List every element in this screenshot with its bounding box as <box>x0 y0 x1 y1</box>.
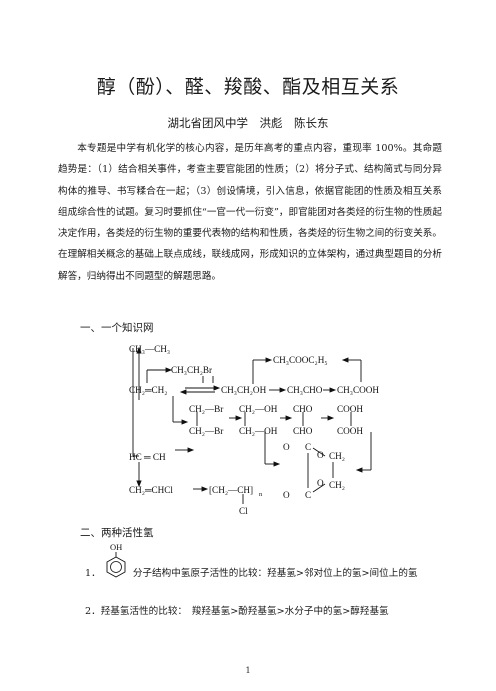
page-title: 醇（酚）、醛、羧酸、酯及相互关系 <box>96 76 400 98</box>
intro-text: 本专题是中学有机化学的核心内容，是历年高考的重点内容，重现率 100%。其命题趋… <box>58 143 442 282</box>
ethyl-acetate-formula: CH₃COOC₂H₅ <box>273 355 328 365</box>
acetic-acid-formula: CH₃COOH <box>337 385 379 395</box>
oxalic-acid-top: COOH <box>337 404 363 414</box>
ester-ring-o-bottom-left: O <box>283 490 290 500</box>
ester-ring-c-top: C <box>305 442 311 452</box>
section-heading-active-hydrogen: 二、两种活性氢 <box>80 527 154 539</box>
item-1-text: 分子结构中氢原子活性的比较：羟基氢>邻对位上的氢>间位上的氢 <box>132 568 418 579</box>
item-1-number: 1． <box>85 568 101 579</box>
item-1: 1． 分子结构中氢原子活性的比较：羟基氢>邻对位上的氢>间位上的氢 <box>85 565 465 579</box>
knowledge-network-diagram: CH₃—CH₃ CH₃CH₂Br CH₃COOC₂H₅ CH₂═CH₂ CH₃C… <box>129 344 379 516</box>
ethanol-formula: CH₃CH₂OH <box>221 385 267 395</box>
phenol-oh-label: OH <box>110 543 122 552</box>
page-number: 1 <box>245 666 251 675</box>
intro-paragraph: 本专题是中学有机化学的核心内容，是历年高考的重点内容，重现率 100%。其命题趋… <box>58 138 442 287</box>
glyoxal-top: CHO <box>293 404 313 414</box>
glycol-bottom: CH₂—OH <box>239 426 278 436</box>
ester-ring-o-right: O <box>317 450 324 460</box>
dibromoethane-top: CH₂—Br <box>189 404 223 414</box>
glycol-top: CH₂—OH <box>239 404 278 414</box>
ester-ring-o-top-left: O <box>283 442 290 452</box>
acetaldehyde-formula: CH₃CHO <box>287 385 323 395</box>
vinyl-chloride-formula: CH₂═CHCl <box>129 485 173 495</box>
pvc-chlorine: Cl <box>239 506 248 516</box>
phenol-structure-icon: OH <box>106 543 126 578</box>
dibromoethane-bottom: CH₂—Br <box>189 426 223 436</box>
section-heading-network: 一、一个知识网 <box>80 322 154 334</box>
glyoxal-bottom: CHO <box>293 426 313 436</box>
oxalic-acid-bottom: COOH <box>337 426 363 436</box>
pvc-subscript-n: n <box>259 491 263 498</box>
ethane-formula: CH₃—CH₃ <box>129 344 170 354</box>
bromoethane-formula: CH₃CH₂Br <box>171 365 212 375</box>
pvc-formula: [CH₂—CH] <box>209 485 253 495</box>
author-line: 湖北省团风中学 洪彪 陈长东 <box>167 116 329 130</box>
ester-ring-o-left: O <box>317 478 324 488</box>
item-2: 2．羟基氢活性的比较： 羧羟基氢>酚羟基氢>水分子中的氢>醇羟基氢 <box>85 606 389 617</box>
ester-ring-ch2-bottom: CH₂ <box>329 480 345 490</box>
acetylene-formula: HC ═ CH <box>129 452 166 462</box>
ester-ring-ch2-top: CH₂ <box>329 451 345 461</box>
ethylene-formula: CH₂═CH₂ <box>129 385 167 395</box>
ester-ring-c-bottom: C <box>305 490 311 500</box>
